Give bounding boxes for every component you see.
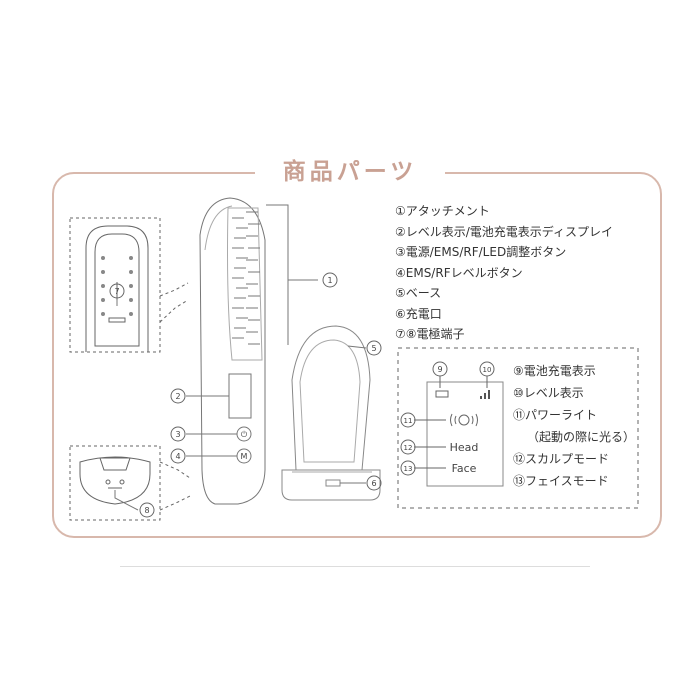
bottom-closeup	[79, 456, 191, 511]
brush-bristles	[232, 211, 260, 345]
charging-base	[281, 325, 381, 501]
device-body	[199, 197, 266, 505]
display-screen	[426, 381, 504, 487]
callout-5-label: 5	[371, 344, 376, 353]
callout-1	[322, 272, 338, 288]
legend-item: ⑦⑧電極端子	[395, 327, 465, 341]
callout-11-label: 11	[404, 417, 413, 425]
legend-item: ④EMS/RFレベルボタン	[395, 265, 523, 280]
display-legend-item: ⑪パワーライト	[513, 408, 598, 422]
power-button-glyph: ⏻	[241, 430, 248, 439]
callout-10-label: 10	[483, 366, 492, 374]
level-bars-icon	[480, 390, 490, 399]
callout-2	[170, 388, 186, 404]
legend-item: ①アタッチメント	[395, 204, 490, 218]
display-legend: ⑨電池充電表示 ⑩レベル表示 ⑪パワーライト （起動の際に光る） ⑫スカルプモー…	[513, 360, 635, 492]
title-wrap: 商品パーツ	[255, 152, 445, 192]
callout-12-label: 12	[404, 444, 413, 452]
callout-4-label: 4	[175, 452, 180, 461]
device-display	[228, 373, 252, 419]
display-legend-item: ⑩レベル表示	[513, 386, 584, 400]
legend-item: ⑥充電口	[395, 306, 442, 321]
leader-line-5	[347, 345, 367, 349]
display-legend-note: （起動の際に光る）	[527, 430, 636, 444]
callout-6-label: 6	[371, 479, 376, 488]
callout-9	[432, 361, 448, 377]
leader-line-1	[266, 204, 318, 345]
callout-10	[479, 361, 495, 377]
callout-13	[400, 460, 416, 476]
legend-item: ③電源/EMS/RF/LED調整ボタン	[395, 245, 567, 259]
legend-item: ②レベル表示/電池充電表示ディスプレイ	[395, 224, 613, 239]
inset-attachment-box	[69, 217, 161, 353]
callout-12	[400, 439, 416, 455]
attachment-closeup	[85, 225, 189, 352]
inset-bottom-box	[69, 445, 161, 521]
display-legend-item: ⑬フェイスモード	[513, 474, 609, 488]
power-light-icon	[458, 414, 470, 426]
callout-7	[109, 283, 125, 299]
callout-11	[400, 412, 416, 428]
parts-legend: ①アタッチメント ②レベル表示/電池充電表示ディスプレイ ③電源/EMS/RF/…	[395, 201, 613, 345]
face-label: Face	[452, 462, 477, 475]
callout-3-label: 3	[175, 430, 180, 439]
display-legend-item: ⑨電池充電表示	[513, 364, 596, 378]
legend-item: ⑤ベース	[395, 286, 442, 300]
page-title: 商品パーツ	[282, 159, 418, 185]
callout-3	[170, 426, 186, 442]
callout-7-label: 7	[114, 287, 119, 296]
callout-9-label: 9	[437, 365, 442, 374]
callout-1-label: 1	[327, 276, 332, 285]
leader-line-8	[114, 490, 139, 511]
display-legend-item: ⑫スカルプモード	[513, 452, 610, 466]
battery-icon	[435, 390, 449, 398]
display-panel-box	[397, 347, 639, 509]
callout-6	[366, 475, 382, 491]
head-label: Head	[450, 441, 479, 454]
callout-13-label: 13	[404, 465, 413, 473]
brush-attachment	[227, 207, 263, 361]
callout-4	[170, 448, 186, 464]
level-button-glyph: M	[241, 452, 248, 461]
callout-8	[139, 502, 155, 518]
callout-2-label: 2	[175, 392, 180, 401]
callout-8-label: 8	[144, 506, 149, 515]
callout-5	[366, 340, 382, 356]
footer-divider	[120, 566, 590, 567]
